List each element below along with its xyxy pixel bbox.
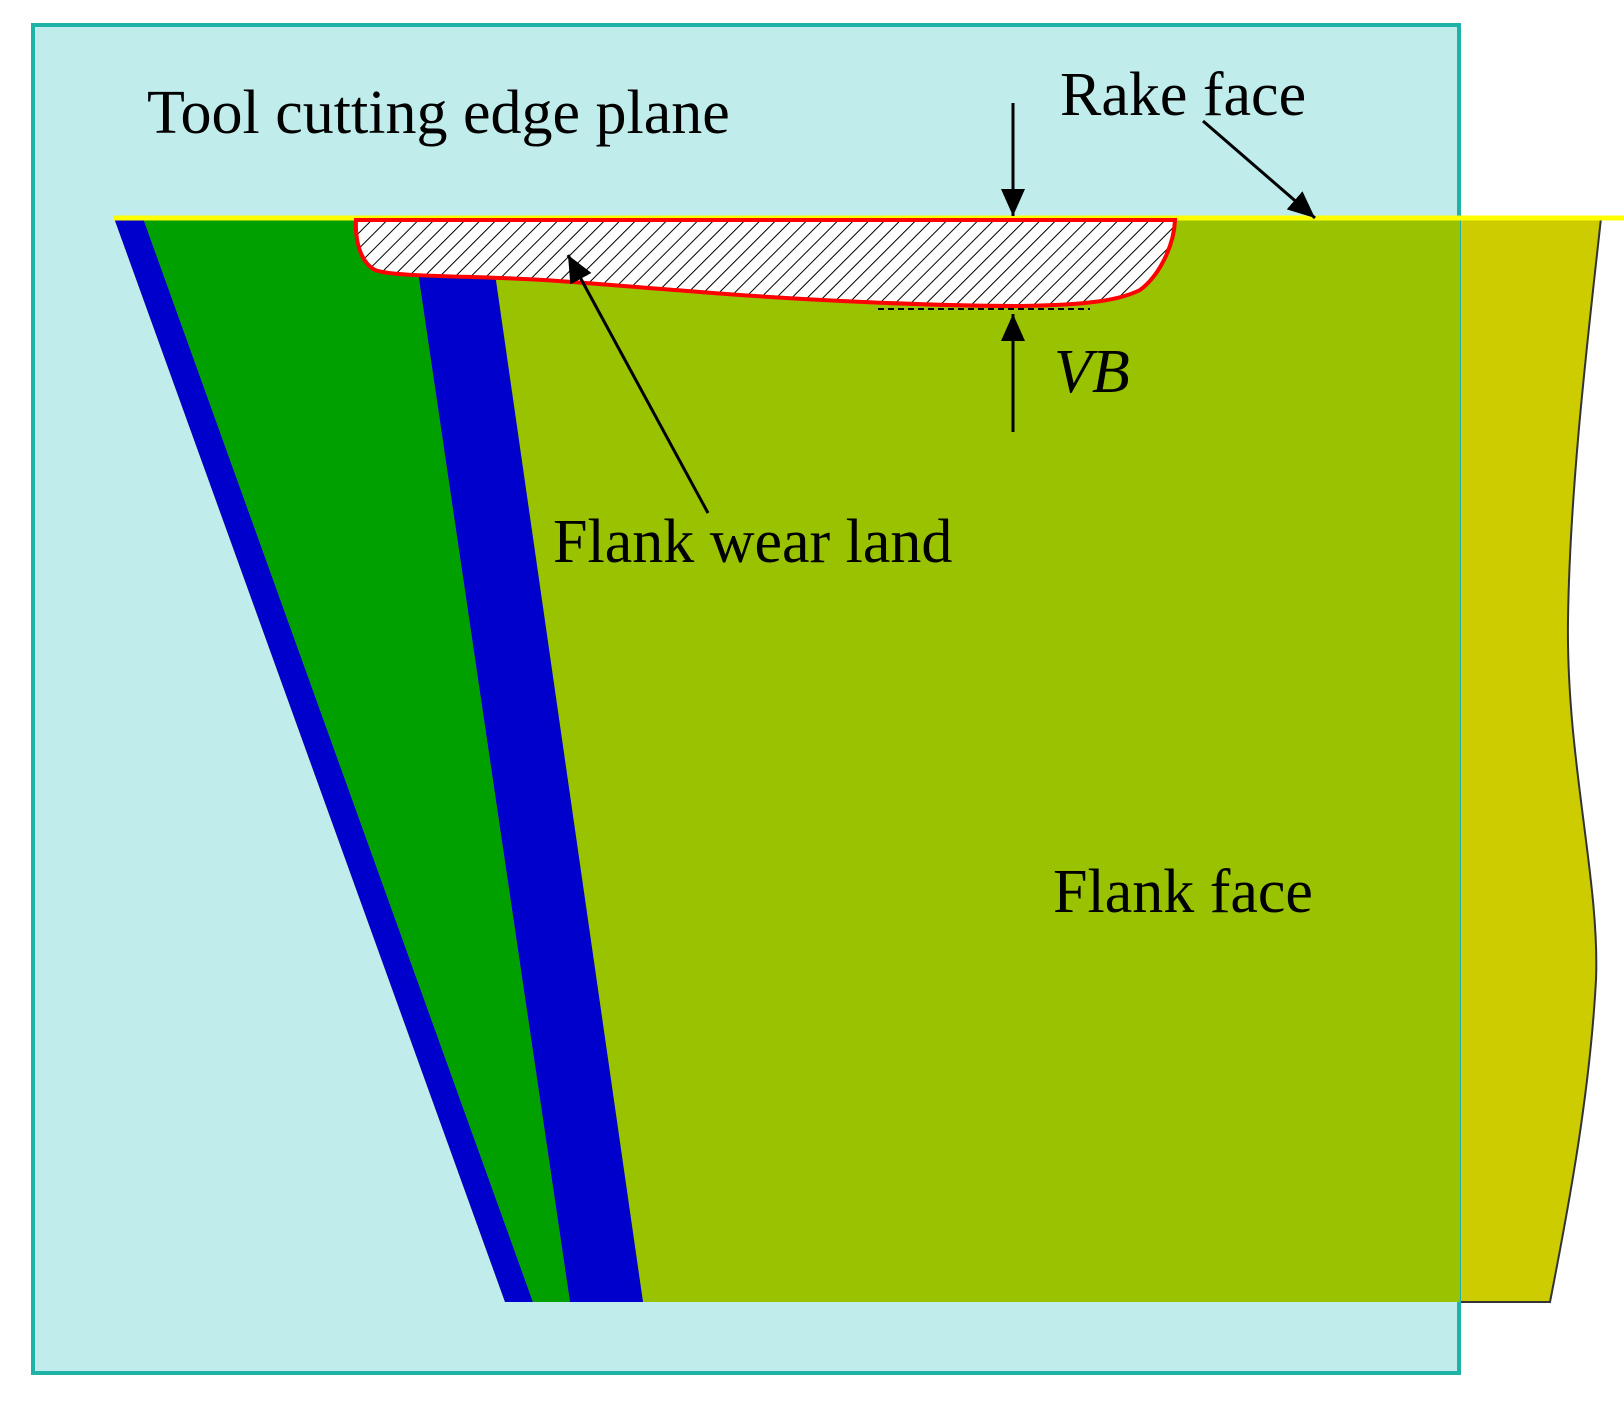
green-band bbox=[143, 218, 570, 1302]
rake-face-arrow bbox=[1202, 119, 1316, 220]
flank-wear-land-region bbox=[353, 218, 1178, 309]
flank-face-outside-plane bbox=[1449, 217, 1603, 1303]
blue-band-outer bbox=[114, 218, 533, 1302]
vb-label: VB bbox=[1054, 338, 1130, 406]
plane-label: Tool cutting edge plane bbox=[147, 79, 730, 147]
blue-band-inner bbox=[410, 218, 643, 1302]
flank-face-label: Flank face bbox=[1053, 858, 1313, 926]
flank-wear-land-arrow bbox=[566, 254, 710, 514]
rake-face-label: Rake face bbox=[1060, 61, 1306, 129]
flank-wear-land-label: Flank wear land bbox=[553, 508, 952, 576]
